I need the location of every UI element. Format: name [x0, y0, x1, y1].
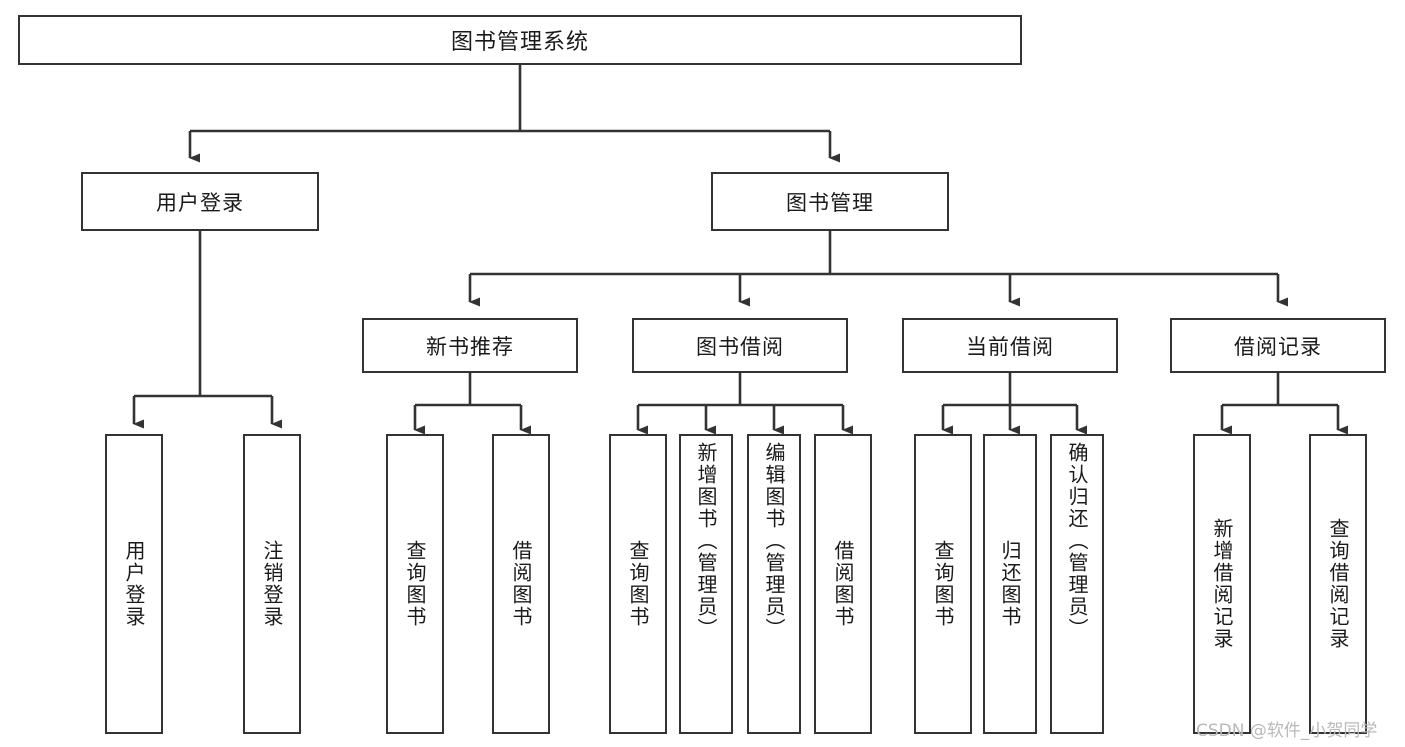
node-book-borrow[interactable]: 图书借阅 [632, 318, 848, 373]
leaf-logout-login[interactable]: 注销登录 [243, 434, 301, 734]
leaf-query-book-2[interactable]: 查询图书 [609, 434, 667, 734]
leaf-query-book-2-label: 查询图书 [626, 540, 650, 628]
node-root-book-management-system[interactable]: 图书管理系统 [18, 15, 1022, 65]
node-root-label: 图书管理系统 [450, 30, 589, 55]
leaf-user-login-label: 用户登录 [122, 540, 146, 628]
leaf-user-login[interactable]: 用户登录 [105, 434, 163, 734]
node-new-book-recommend-label: 新书推荐 [426, 334, 514, 359]
leaf-logout-login-label: 注销登录 [260, 540, 284, 628]
leaf-confirm-return[interactable]: 确认归还（管理员） [1050, 434, 1104, 734]
leaf-edit-book[interactable]: 编辑图书（管理员） [747, 434, 801, 734]
node-book-borrow-label: 图书借阅 [696, 334, 784, 359]
leaf-return-book[interactable]: 归还图书 [983, 434, 1037, 734]
leaf-add-book[interactable]: 新增图书（管理员） [679, 434, 733, 734]
node-borrow-record[interactable]: 借阅记录 [1170, 318, 1386, 373]
csdn-watermark: CSDN @软件_小贺同学 [1196, 721, 1378, 741]
node-current-borrow-label: 当前借阅 [966, 334, 1054, 359]
node-borrow-record-label: 借阅记录 [1234, 334, 1322, 359]
node-book-management[interactable]: 图书管理 [711, 172, 949, 231]
leaf-return-book-label: 归还图书 [998, 540, 1022, 628]
leaf-query-book-3[interactable]: 查询图书 [914, 434, 972, 734]
leaf-borrow-book-1[interactable]: 借阅图书 [492, 434, 550, 734]
leaf-add-record-label: 新增借阅记录 [1210, 518, 1234, 650]
node-book-management-label: 图书管理 [786, 190, 874, 215]
node-user-login[interactable]: 用户登录 [81, 172, 319, 231]
node-current-borrow[interactable]: 当前借阅 [902, 318, 1118, 373]
leaf-add-book-label: 新增图书（管理员） [694, 442, 718, 640]
leaf-query-book-1-label: 查询图书 [403, 540, 427, 628]
node-user-login-label: 用户登录 [156, 190, 244, 215]
leaf-query-record-label: 查询借阅记录 [1326, 518, 1350, 650]
node-new-book-recommend[interactable]: 新书推荐 [362, 318, 578, 373]
leaf-add-record[interactable]: 新增借阅记录 [1193, 434, 1251, 734]
leaf-query-book-1[interactable]: 查询图书 [386, 434, 444, 734]
leaf-borrow-book-1-label: 借阅图书 [509, 540, 533, 628]
leaf-query-book-3-label: 查询图书 [931, 540, 955, 628]
leaf-edit-book-label: 编辑图书（管理员） [762, 442, 786, 640]
leaf-confirm-return-label: 确认归还（管理员） [1065, 442, 1089, 640]
leaf-borrow-book-2-label: 借阅图书 [831, 540, 855, 628]
leaf-query-record[interactable]: 查询借阅记录 [1309, 434, 1367, 734]
leaf-borrow-book-2[interactable]: 借阅图书 [814, 434, 872, 734]
